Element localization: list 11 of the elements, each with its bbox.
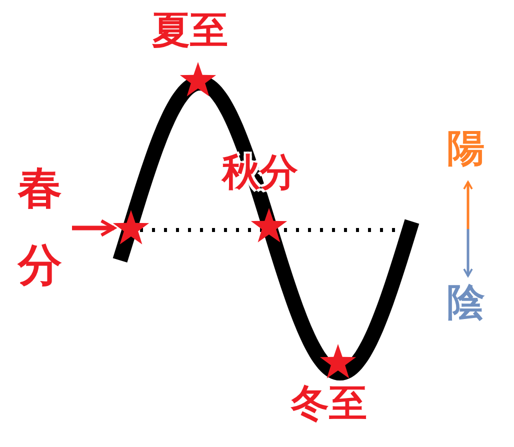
star-marker [180,62,216,96]
season-label: 陽 [447,128,485,170]
star-marker [320,344,356,378]
star-marker [112,210,150,244]
season-label: 冬至 [291,383,367,425]
star-marker [250,208,288,242]
arrow [72,219,116,237]
season-label: 夏至 [152,10,228,52]
season-label: 陰 [447,282,485,324]
arrow [463,181,473,277]
season-label: 春分 [18,150,62,304]
